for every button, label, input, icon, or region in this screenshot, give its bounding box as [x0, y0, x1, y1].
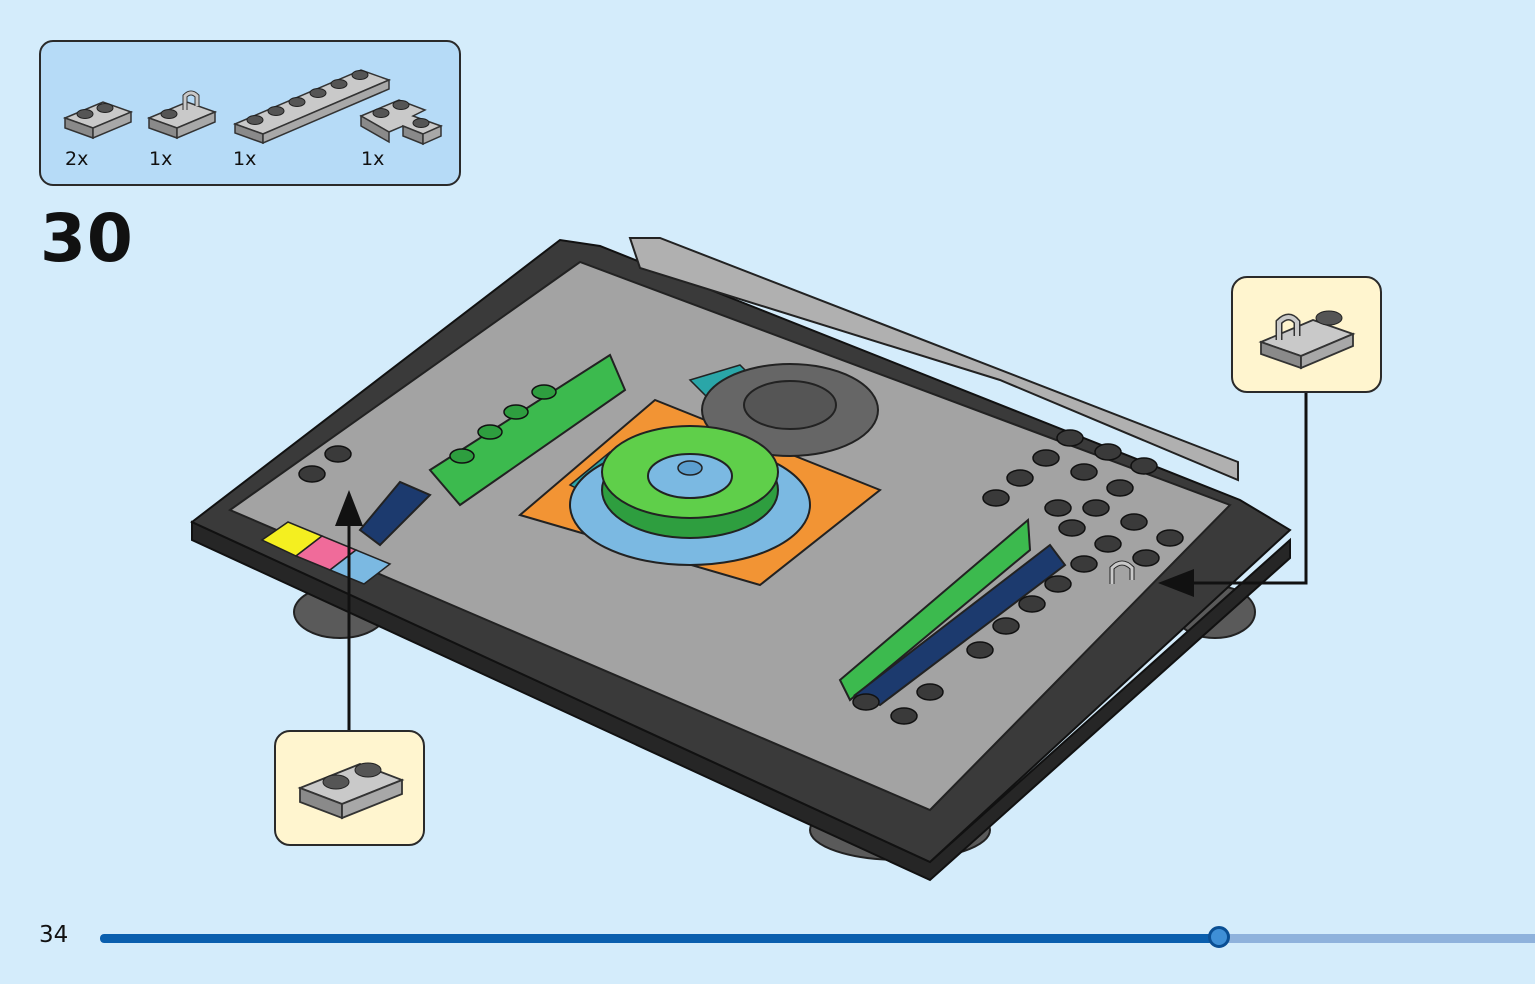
- plate-1x6-icon: [232, 69, 391, 144]
- arrow-head-right: [1158, 569, 1194, 597]
- progress-indicator: [1208, 926, 1231, 948]
- arrow-line-right: [1190, 392, 1308, 585]
- back-wall-top: [628, 237, 1239, 482]
- plate-1x2-clip-icon: [147, 90, 217, 140]
- parts-list-box: 2x 1x 1x 1x: [39, 40, 461, 186]
- callout-clip-plate: [1231, 276, 1382, 393]
- stud-cluster-right: [852, 429, 1184, 725]
- arrow-head-left: [335, 490, 363, 526]
- plate-1x2-clip-icon: [1258, 310, 1356, 370]
- step-number: 30: [40, 200, 134, 277]
- plate-1x2-icon: [297, 762, 405, 820]
- stud-cluster-green: [449, 384, 557, 464]
- page-number: 34: [39, 922, 69, 948]
- light-blue-tile: [328, 549, 392, 585]
- blue-hub-stud: [677, 460, 703, 476]
- dark-gear-hub: [743, 380, 837, 430]
- green-ring-hole: [647, 453, 733, 499]
- progress-bar: [100, 934, 1535, 943]
- callout-plate-1x2: [274, 730, 425, 846]
- green-strip-right: [838, 517, 1032, 702]
- plate-1x2-icon: [63, 101, 133, 140]
- progress-bar-fill: [100, 934, 1220, 943]
- plate-corner-2x2-icon: [359, 99, 444, 146]
- stud-cluster-left: [298, 445, 352, 483]
- part-quantity-2: 1x: [149, 148, 173, 170]
- part-quantity-4: 1x: [361, 148, 385, 170]
- part-quantity-3: 1x: [233, 148, 257, 170]
- part-quantity-1: 2x: [65, 148, 89, 170]
- navy-strip-left: [358, 480, 432, 547]
